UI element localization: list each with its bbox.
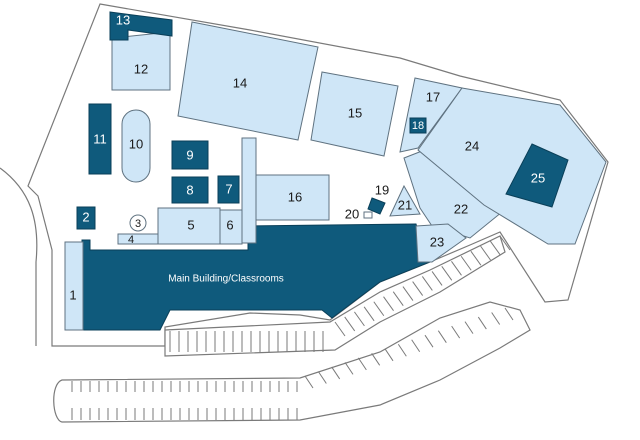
parking-stall-line — [402, 286, 414, 301]
building-20-label: 20 — [345, 206, 359, 221]
walkway — [241, 137, 257, 244]
parking-lot-south — [53, 301, 531, 423]
parking-stall-line — [499, 235, 511, 251]
parking-stall-line — [331, 366, 341, 380]
building-3[interactable] — [129, 214, 147, 232]
building-25-label: 25 — [531, 170, 545, 185]
building-13[interactable] — [109, 11, 173, 41]
main-building-label: Main Building/Classrooms — [168, 274, 284, 285]
building-24-label: 24 — [465, 138, 479, 153]
building-21-label: 21 — [398, 197, 412, 212]
parking-stall-line — [412, 281, 424, 296]
parking-stall-line — [424, 334, 434, 348]
building-12-label: 12 — [134, 61, 148, 76]
parking-stall-line — [441, 266, 453, 281]
building-4[interactable] — [117, 233, 159, 245]
building-22-label: 22 — [454, 201, 468, 216]
building-12[interactable] — [111, 31, 171, 91]
building-19-label: 19 — [375, 182, 389, 197]
parking-stall-line — [344, 362, 354, 375]
building-4-label: 4 — [128, 234, 134, 246]
building-11-label: 11 — [93, 131, 107, 146]
building-10[interactable] — [121, 109, 151, 183]
building-14-label: 14 — [233, 75, 247, 90]
parking-stall-line — [392, 291, 404, 306]
building-5[interactable] — [157, 207, 221, 245]
building-8-label: 8 — [186, 182, 193, 197]
building-1-label: 1 — [69, 287, 76, 302]
parking-stalls-north — [169, 235, 511, 352]
parking-stall-line — [363, 306, 375, 322]
building-16-label: 16 — [288, 189, 302, 204]
building-1[interactable] — [64, 241, 84, 331]
parking-stall-line — [334, 321, 346, 337]
building-18-label: 18 — [412, 120, 424, 132]
building-19[interactable] — [367, 197, 386, 215]
building-6-label: 6 — [226, 217, 233, 232]
parking-stalls-south — [71, 307, 514, 420]
building-13-label: 13 — [116, 12, 130, 27]
building-11[interactable] — [88, 103, 112, 175]
parking-stall-line — [397, 343, 407, 357]
parking-stall-line — [451, 261, 462, 276]
parking-stall-line — [431, 271, 443, 286]
parking-stall-line — [437, 330, 447, 343]
parking-stall-line — [357, 357, 367, 371]
parking-stall-line — [354, 311, 365, 327]
parking-stall-line — [460, 255, 472, 271]
building-5-label: 5 — [187, 217, 194, 232]
building-15-label: 15 — [348, 105, 362, 120]
parking-stall-line — [504, 307, 514, 321]
parking-stall-line — [411, 339, 421, 353]
parking-stall-line — [489, 240, 501, 256]
building-23[interactable] — [415, 223, 467, 263]
building-7[interactable] — [217, 175, 240, 204]
parking-stall-line — [491, 312, 501, 325]
parking-stall-line — [373, 301, 385, 317]
parking-stall-line — [464, 321, 474, 334]
parking-stall-line — [451, 325, 461, 339]
building-2[interactable] — [76, 206, 96, 230]
parking-stall-line — [421, 276, 433, 291]
parking-stall-line — [371, 353, 381, 366]
building-18[interactable] — [409, 117, 427, 134]
building-15[interactable] — [310, 71, 399, 157]
parking-stall-line — [304, 375, 314, 389]
parking-stall-line — [383, 296, 394, 311]
building-8[interactable] — [171, 176, 209, 204]
parking-stall-line — [477, 316, 487, 330]
building-10-label: 10 — [129, 136, 143, 151]
access-road — [0, 167, 38, 346]
building-25[interactable] — [505, 143, 569, 208]
building-9[interactable] — [171, 140, 209, 170]
building-9-label: 9 — [186, 147, 193, 162]
building-2-label: 2 — [82, 209, 89, 224]
building-24[interactable] — [417, 87, 607, 245]
building-23-label: 23 — [430, 234, 444, 249]
parking-stall-line — [470, 250, 482, 266]
building-7-label: 7 — [225, 181, 232, 196]
building-17-label: 17 — [426, 89, 440, 104]
building-20[interactable] — [363, 211, 373, 219]
parking-stall-line — [480, 245, 491, 261]
parking-stall-line — [344, 316, 356, 332]
building-16[interactable] — [255, 174, 330, 221]
parking-stall-line — [384, 348, 394, 362]
building-14[interactable] — [177, 21, 319, 141]
building-3-label: 3 — [135, 218, 141, 230]
parking-stall-line — [317, 371, 327, 384]
building-21[interactable] — [389, 184, 421, 217]
